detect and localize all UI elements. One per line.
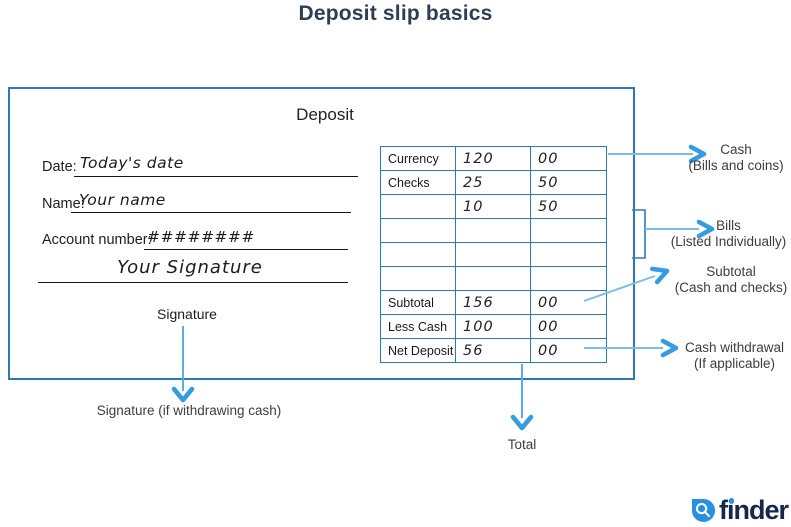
table-cell-dollars: 25: [455, 170, 531, 195]
annotation-withdrawal-subtitle: (If applicable): [693, 356, 776, 371]
name-underline: [71, 212, 351, 213]
table-row: Checks 25 50: [380, 170, 607, 195]
table-cell-dollars: 120: [455, 146, 531, 171]
table-cell-cents: 00: [530, 290, 607, 315]
logo-i-dot: [728, 498, 735, 504]
account-number-value: ########: [147, 228, 255, 246]
table-row: Currency 120 00: [380, 146, 607, 171]
table-cell-dollars: 100: [455, 314, 531, 339]
table-cell-cents: 00: [530, 314, 607, 339]
signature-underline: [38, 282, 348, 283]
table-cell-label: [380, 218, 456, 243]
annotation-bills-subtitle: (Listed Individually): [670, 234, 787, 249]
annotation-subtotal-subtitle: (Cash and checks): [674, 280, 788, 295]
table-cell-cents: 50: [530, 194, 607, 219]
subtotal-arrowhead-icon: [650, 266, 670, 285]
annotation-cash-title: Cash: [720, 142, 752, 157]
table-cell-label: [380, 242, 456, 267]
table-row: Less Cash 100 00: [380, 314, 607, 339]
annotation-bills-title: Bills: [716, 218, 741, 233]
table-cell-label: Less Cash: [380, 314, 456, 339]
date-label: Date:: [42, 159, 77, 175]
account-number-label: Account number:: [42, 232, 152, 248]
table-cell-dollars: 156: [455, 290, 531, 315]
table-cell-dollars: [455, 266, 531, 291]
table-row: [380, 242, 607, 267]
table-cell-dollars: [455, 242, 531, 267]
annotation-bills: Bills (Listed Individually): [666, 218, 791, 250]
table-row: 10 50: [380, 194, 607, 219]
table-row: [380, 266, 607, 291]
date-underline: [74, 176, 358, 177]
table-cell-dollars: [455, 218, 531, 243]
finder-logo: finder: [691, 495, 789, 526]
table-cell-label: Subtotal: [380, 290, 456, 315]
annotation-withdrawal-title: Cash withdrawal: [684, 340, 785, 355]
table-row: Net Deposit 56 00: [380, 338, 607, 363]
table-cell-dollars: 56: [455, 338, 531, 363]
withdrawal-arrowhead-icon: [660, 338, 679, 358]
signature-value: Your Signature: [117, 257, 263, 278]
page-title: Deposit slip basics: [298, 2, 493, 25]
table-cell-cents: [530, 242, 607, 267]
table-cell-label: Checks: [380, 170, 456, 195]
slip-heading: Deposit: [296, 105, 354, 124]
search-icon: [691, 498, 716, 523]
total-arrowhead-icon: [510, 414, 534, 431]
annotation-cash: Cash (Bills and coins): [682, 142, 790, 174]
table-cell-label: Net Deposit: [380, 338, 456, 363]
table-cell-label: [380, 266, 456, 291]
annotation-subtotal: Subtotal (Cash and checks): [671, 264, 791, 296]
annotation-cash-withdrawal: Cash withdrawal (If applicable): [678, 340, 791, 372]
name-label: Name:: [42, 196, 85, 212]
table-cell-cents: 50: [530, 170, 607, 195]
table-row: Subtotal 156 00: [380, 290, 607, 315]
annotation-subtotal-title: Subtotal: [706, 264, 756, 279]
annotation-total: Total: [507, 437, 537, 452]
table-row: [380, 218, 607, 243]
account-underline: [144, 249, 348, 250]
logo-text-wrap: finder: [719, 495, 789, 526]
table-cell-label: Currency: [380, 146, 456, 171]
name-value: Your name: [79, 191, 166, 209]
table-cell-label: [380, 194, 456, 219]
date-value: Today's date: [80, 154, 184, 172]
signature-label: Signature: [157, 306, 217, 322]
table-cell-cents: [530, 218, 607, 243]
annotation-signature-note: Signature (if withdrawing cash): [96, 403, 282, 418]
table-cell-cents: 00: [530, 338, 607, 363]
annotation-cash-subtitle: (Bills and coins): [688, 158, 784, 173]
table-cell-cents: [530, 266, 607, 291]
signature-arrowhead-icon: [171, 386, 195, 403]
amounts-table: Currency 120 00 Checks 25 50 10 50: [380, 146, 607, 363]
table-cell-cents: 00: [530, 146, 607, 171]
table-cell-dollars: 10: [455, 194, 531, 219]
